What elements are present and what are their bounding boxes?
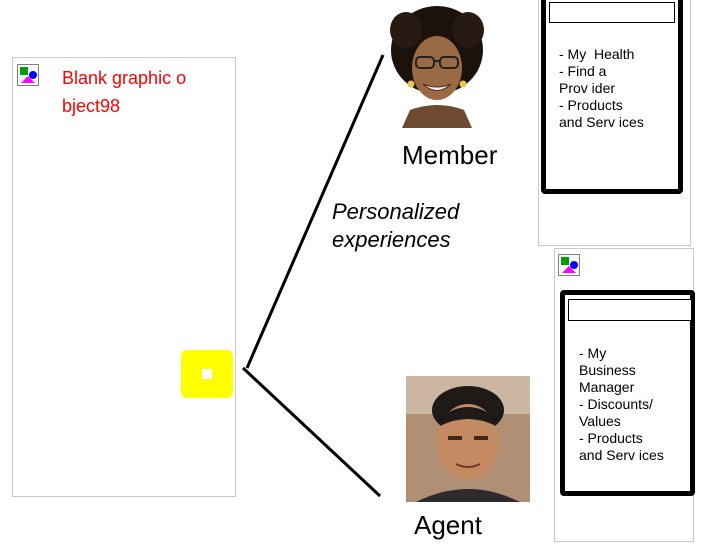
agent-menu-item[interactable]: - Discounts/ — [579, 396, 653, 412]
member-menu-item[interactable]: and Serv ices — [559, 114, 644, 130]
member-menu-item[interactable]: Prov ider — [559, 80, 616, 96]
agent-menu-item[interactable]: - Products — [579, 430, 643, 446]
tagline: Personalized experiences — [332, 198, 459, 254]
member-menu: - My Health - Find a Prov ider - Product… — [559, 46, 644, 131]
agent-menu-item[interactable]: - My — [579, 345, 607, 361]
tagline-line2: experiences — [332, 227, 451, 252]
agent-menu: - My Business Manager - Discounts/ Value… — [579, 345, 664, 464]
selection-handle-center — [202, 369, 212, 379]
placeholder-frame — [12, 57, 236, 497]
agent-label: Agent — [414, 510, 482, 540]
tagline-line1: Personalized — [332, 199, 460, 224]
connector-to-member — [245, 54, 385, 369]
placeholder-graphic-icon — [17, 64, 39, 86]
member-menu-item[interactable]: - My Health — [559, 46, 635, 62]
connector-to-agent — [241, 366, 382, 498]
placeholder-text-line1: Blank graphic o — [62, 68, 187, 88]
agent-photo — [406, 376, 530, 502]
member-menu-item[interactable]: - Products — [559, 97, 623, 113]
placeholder-graphic-icon — [558, 254, 580, 276]
placeholder-text-line2: bject98 — [62, 96, 121, 116]
agent-menu-item[interactable]: Business — [579, 362, 636, 378]
member-phone: - My Health - Find a Prov ider - Product… — [541, 0, 683, 194]
agent-menu-item[interactable]: Values — [579, 413, 621, 429]
member-photo — [388, 2, 486, 128]
agent-menu-item[interactable]: Manager — [579, 379, 635, 395]
member-phone-screen — [549, 2, 675, 23]
placeholder-text: Blank graphic o bject98 — [62, 64, 186, 120]
agent-menu-item[interactable]: and Serv ices — [579, 447, 664, 463]
agent-phone-screen — [568, 299, 692, 321]
member-label: Member — [402, 140, 498, 170]
member-menu-item[interactable]: - Find a — [559, 63, 607, 79]
selection-handle[interactable] — [181, 350, 233, 398]
agent-phone: - My Business Manager - Discounts/ Value… — [560, 290, 695, 496]
